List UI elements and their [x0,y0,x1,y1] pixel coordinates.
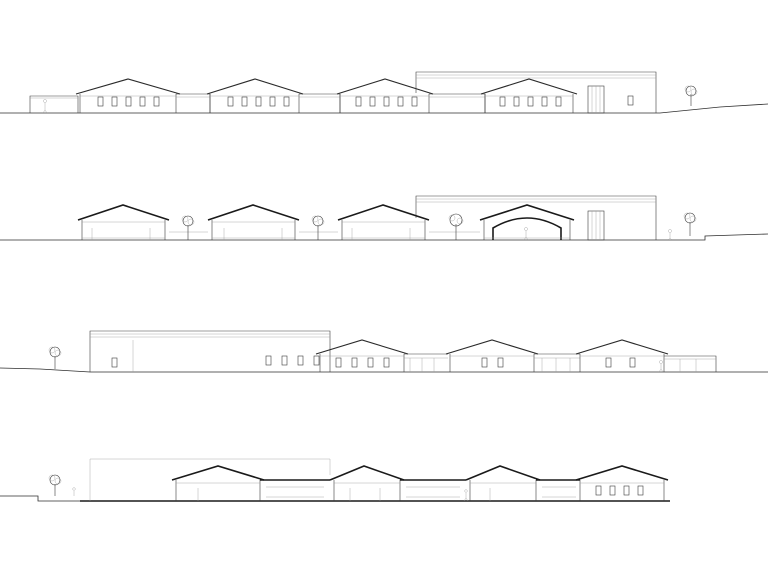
connector-rear-1 [404,353,448,372]
tree-icon [181,215,195,240]
shed [664,355,717,372]
person-icon [42,99,48,114]
house-section-4 [479,204,575,240]
house-rear-3 [575,339,669,372]
ground-line [0,233,768,241]
house-section-rear-1 [171,465,265,501]
person-icon [523,227,529,241]
hall [89,458,331,501]
tree-icon [311,215,325,240]
house-3 [336,78,434,113]
tree-icon [684,85,698,106]
house-section-1 [77,204,170,240]
connector-section-rear-1 [260,479,330,498]
hall [415,195,657,241]
tree-icon [448,213,464,240]
house-section-rear-2 [329,465,405,501]
ground-line [0,103,768,114]
connector-2 [299,93,341,113]
elevation-front [0,71,768,114]
house-section-3 [337,204,430,240]
section-longitudinal [0,195,768,241]
hall [89,330,331,372]
house-section-rear-3 [465,465,541,501]
house-4 [480,78,578,113]
person-icon [658,360,664,373]
house-rear-2 [445,339,539,372]
connector-1 [176,93,211,113]
tree-icon [48,346,62,369]
person-icon [463,489,469,502]
person-icon [72,487,76,496]
elevation-rear [0,330,768,373]
house-section-rear-4 [575,465,669,501]
ground-line [0,367,768,373]
connector-3 [429,93,486,113]
connector-section-rear-3 [536,479,580,498]
connector-section-rear-2 [400,479,466,498]
tree-icon [683,212,697,236]
house-rear-1 [315,339,409,372]
entrance-block [29,95,79,113]
person-icon [667,229,673,241]
house-2 [206,78,304,113]
section-rear [0,458,670,502]
connector-rear-2 [534,353,580,372]
tree-icon [48,474,62,496]
house-1 [75,78,181,113]
house-section-2 [207,204,300,240]
hall [415,71,657,114]
